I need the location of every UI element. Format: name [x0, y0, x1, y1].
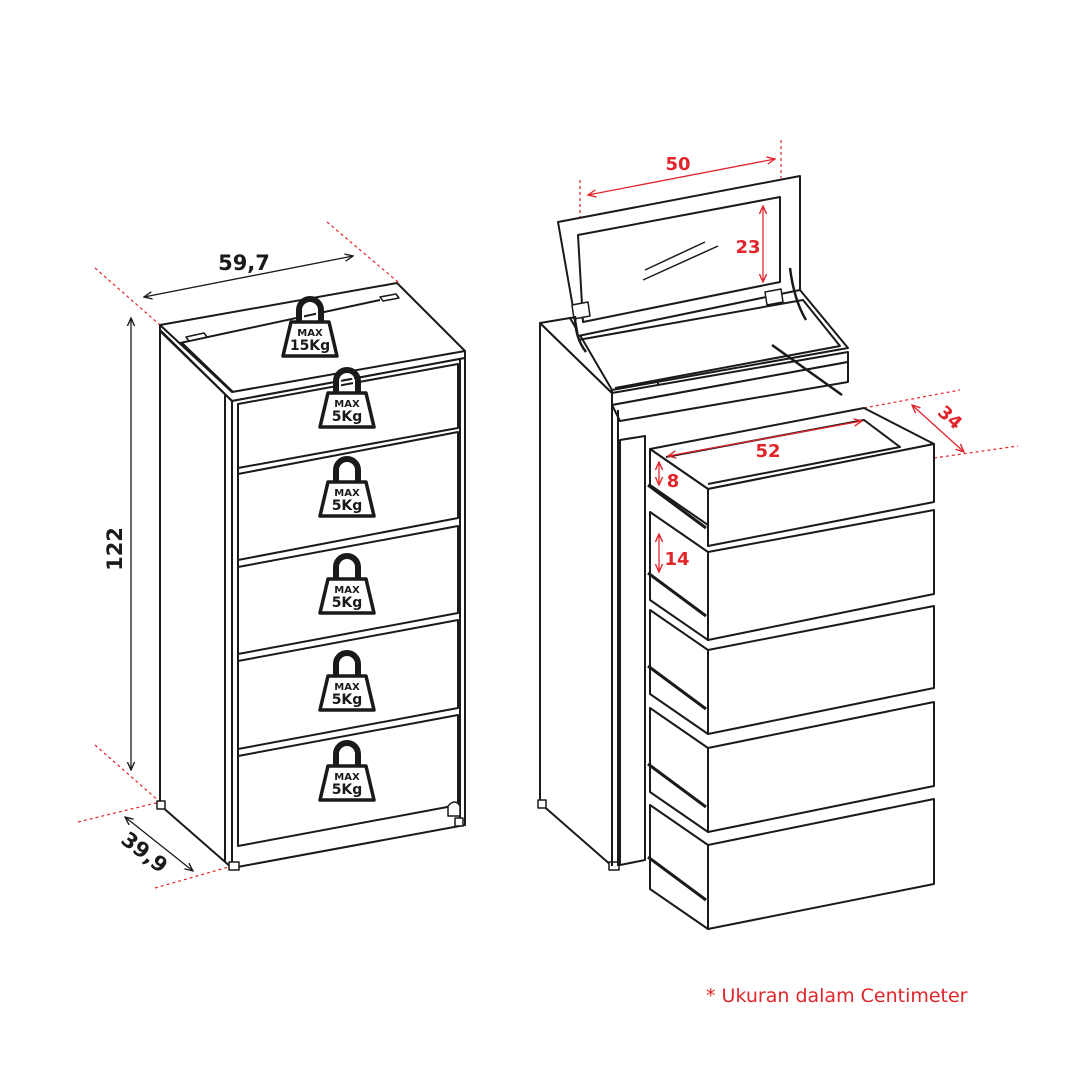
svg-text:5Kg: 5Kg — [332, 692, 363, 708]
svg-text:5Kg: 5Kg — [332, 409, 363, 425]
top-weight-icon: MAX 15Kg — [283, 299, 337, 356]
left-side-panel — [159, 329, 233, 869]
drawer-depth-arrow — [912, 405, 964, 452]
depth-label: 39,9 — [117, 827, 173, 878]
svg-text:5Kg: 5Kg — [332, 595, 363, 611]
svg-text:MAX: MAX — [334, 399, 360, 410]
height-label: 122 — [103, 527, 127, 571]
open-drawer-5 — [649, 798, 935, 930]
drawer-width-label: 52 — [755, 441, 780, 462]
drawer-3-weight-icon: MAX 5Kg — [320, 556, 374, 613]
svg-text:MAX: MAX — [334, 488, 360, 499]
right-side-panel — [539, 322, 613, 867]
svg-text:5Kg: 5Kg — [332, 782, 363, 798]
units-footnote: * Ukuran dalam Centimeter — [706, 985, 968, 1007]
drawer-1-weight-icon: MAX 5Kg — [320, 370, 374, 427]
svg-text:MAX: MAX — [334, 772, 360, 783]
left-guide-lines — [77, 221, 399, 889]
svg-text:15Kg: 15Kg — [290, 338, 330, 354]
mirror-height-label: 23 — [735, 237, 760, 258]
svg-text:MAX: MAX — [334, 682, 360, 693]
drawer-2-weight-icon: MAX 5Kg — [320, 459, 374, 516]
depth-dimension-arrow — [125, 817, 193, 871]
mirror-width-arrow — [588, 159, 775, 195]
svg-text:MAX: MAX — [297, 328, 323, 339]
drawer-5-weight-icon: MAX 5Kg — [320, 743, 374, 800]
svg-text:5Kg: 5Kg — [332, 498, 363, 514]
drawer-width-arrow — [668, 421, 862, 456]
open-drawer-3 — [649, 605, 935, 735]
drawer-4-weight-icon: MAX 5Kg — [320, 653, 374, 710]
right-guide-lines — [579, 140, 1019, 459]
mirror-width-label: 50 — [665, 154, 690, 175]
left-dresser — [77, 221, 466, 889]
drawer-small-height-label: 8 — [667, 471, 680, 492]
right-dresser — [537, 140, 1019, 930]
svg-text:MAX: MAX — [334, 585, 360, 596]
open-drawer-4 — [649, 701, 935, 833]
drawer-large-height-label: 14 — [664, 549, 689, 570]
width-dimension-arrow — [144, 256, 353, 297]
width-label: 59,7 — [218, 251, 270, 275]
